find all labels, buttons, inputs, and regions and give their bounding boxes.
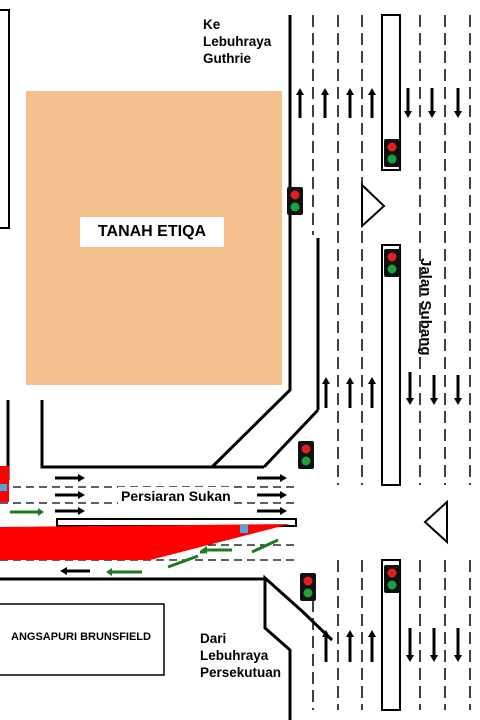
flow-arrow-icon [106,568,120,576]
arrow-right-icon [257,507,287,515]
arrow-up-icon [368,377,376,408]
arrow-down-icon [430,628,438,662]
flow-arrows [10,508,279,576]
blue-marker [0,484,7,491]
arrow-right-icon [257,491,287,499]
median-islands [381,14,401,711]
plot-name-label: TANAH ETIQA [80,217,224,247]
flow-arrow-icon [251,538,279,554]
jalan-subang-edges [0,15,334,720]
arrow-up-icon [368,630,376,662]
traffic-light-icon [287,187,303,215]
arrow-down-icon [454,628,462,662]
destination-bottom-line: Lebuhraya [200,648,269,663]
yield-triangle-lower [423,499,448,545]
arrow-down-icon [454,88,462,118]
destination-label-top: Ke Lebuhraya Guthrie [203,16,271,67]
arrow-right-icon [257,474,287,482]
angsapuri-brunsfield-building [0,603,165,676]
arrow-up-icon [346,88,354,118]
arrow-up-icon [368,88,376,118]
persiaran-sukan-arrows [55,474,287,575]
arrow-right-icon [55,491,85,499]
traffic-light-icon [384,249,400,277]
arrow-up-icon [322,630,330,662]
jalan-subang-lane-dashes [312,15,471,710]
road-label-persiaran-sukan: Persiaran Sukan [118,487,234,505]
highlighted-lane-area [0,524,290,560]
arrow-down-icon [406,372,414,405]
traffic-light-icon [298,441,314,469]
arrow-down-icon [428,88,436,118]
traffic-signals [287,139,400,601]
arrow-up-icon [346,377,354,408]
flow-arrow-icon [201,546,230,554]
building-outline-top-left [0,9,10,229]
road-label-jalan-subang: Jalan Subang [417,258,434,356]
traffic-light-icon [300,573,316,601]
destination-bottom-line: Dari [200,631,227,646]
blue-marker [240,525,248,533]
yield-triangle-upper [361,182,386,229]
destination-label-bottom: Dari Lebuhraya Persekutuan [200,630,281,681]
arrow-down-icon [404,88,412,118]
flow-arrow-icon [167,554,199,569]
destination-bottom-line: Persekutuan [200,665,282,680]
arrow-up-icon [296,88,304,118]
arrow-up-icon [321,88,329,118]
flow-arrow-icon [10,508,44,516]
arrow-up-icon [346,630,354,662]
traffic-light-icon [384,565,400,593]
arrow-down-icon [454,375,462,405]
building-label: ANGSAPURI BRUNSFIELD [0,630,162,644]
destination-top-line: Guthrie [203,51,252,66]
arrow-up-icon [322,377,330,408]
arrow-right-icon [55,507,85,515]
destination-top-line: Lebuhraya [203,34,272,49]
arrow-left-icon [60,567,90,575]
arrow-down-icon [406,628,414,662]
destination-top-line: Ke [203,17,221,32]
building-name: ANGSAPURI BRUNSFIELD [11,631,151,643]
arrow-down-icon [430,375,438,405]
traffic-light-icon [384,139,400,167]
arrow-right-icon [55,474,85,482]
jalan-subang-arrows [296,88,462,662]
